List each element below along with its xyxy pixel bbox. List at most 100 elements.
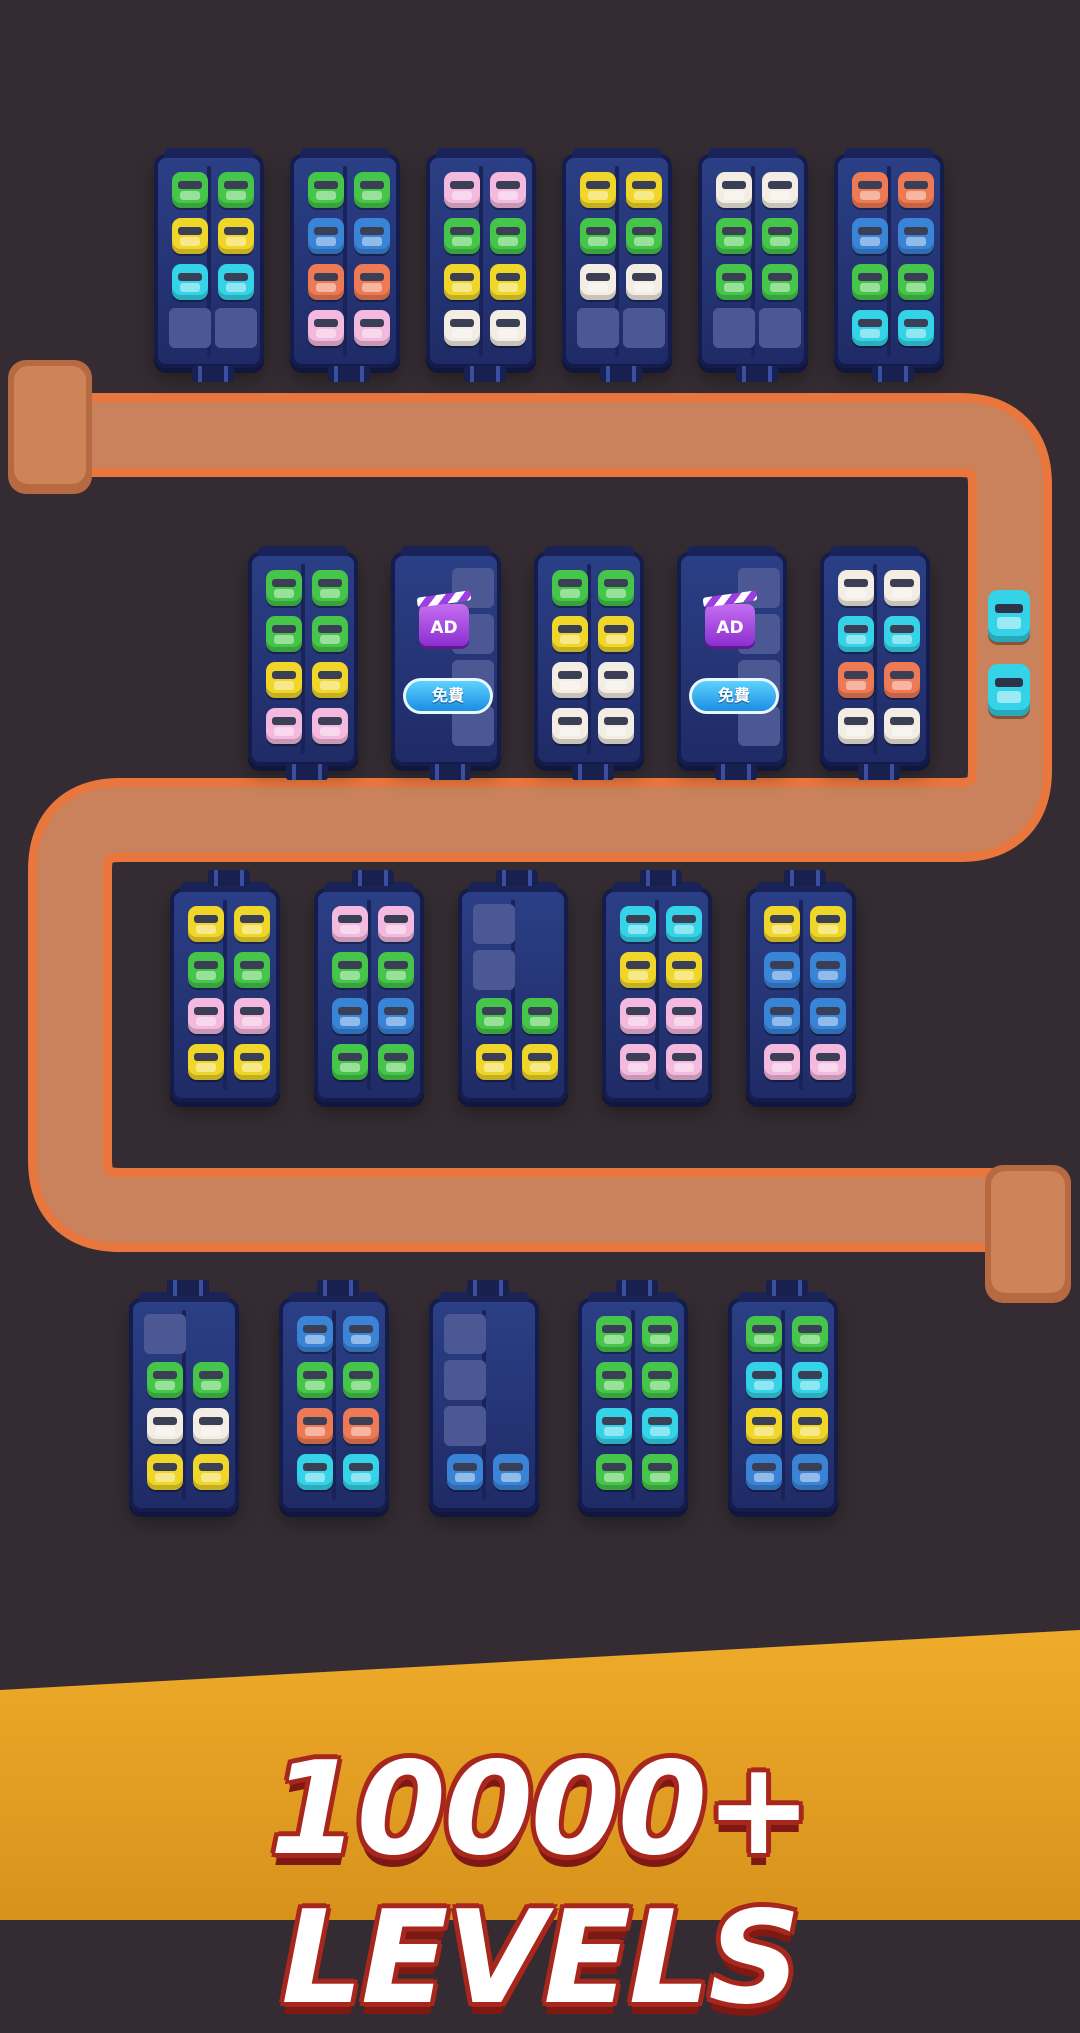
blue-car[interactable]: [297, 1316, 333, 1352]
blue-car[interactable]: [378, 998, 414, 1034]
yellow-car[interactable]: [234, 1044, 270, 1080]
green-car[interactable]: [312, 616, 348, 652]
white-car[interactable]: [552, 662, 588, 698]
parking-lot-r4-2[interactable]: [279, 1280, 389, 1512]
pink-car[interactable]: [266, 708, 302, 744]
salmon-car[interactable]: [343, 1408, 379, 1444]
pink-car[interactable]: [666, 998, 702, 1034]
green-car[interactable]: [147, 1362, 183, 1398]
yellow-car[interactable]: [810, 906, 846, 942]
green-car[interactable]: [642, 1362, 678, 1398]
salmon-car[interactable]: [898, 172, 934, 208]
green-car[interactable]: [343, 1362, 379, 1398]
yellow-car[interactable]: [172, 218, 208, 254]
green-car[interactable]: [188, 952, 224, 988]
yellow-car[interactable]: [476, 1044, 512, 1080]
pink-car[interactable]: [810, 1044, 846, 1080]
parking-lot-r4-5[interactable]: [728, 1280, 838, 1512]
cyan-car[interactable]: [838, 616, 874, 652]
parking-lot-r3-2[interactable]: [314, 870, 424, 1102]
white-car[interactable]: [716, 172, 752, 208]
green-car[interactable]: [490, 218, 526, 254]
pink-car[interactable]: [378, 906, 414, 942]
parking-lot-r2-3[interactable]: [534, 546, 644, 780]
pink-car[interactable]: [188, 998, 224, 1034]
yellow-car[interactable]: [522, 1044, 558, 1080]
green-car[interactable]: [598, 570, 634, 606]
pink-car[interactable]: [444, 172, 480, 208]
white-car[interactable]: [884, 708, 920, 744]
blue-car[interactable]: [308, 218, 344, 254]
yellow-car[interactable]: [666, 952, 702, 988]
blue-car[interactable]: [764, 952, 800, 988]
salmon-car[interactable]: [838, 662, 874, 698]
white-car[interactable]: [444, 310, 480, 346]
green-car[interactable]: [898, 264, 934, 300]
parking-lot-r1-2[interactable]: [290, 148, 400, 382]
pink-car[interactable]: [332, 906, 368, 942]
yellow-car[interactable]: [626, 172, 662, 208]
green-car[interactable]: [762, 218, 798, 254]
green-car[interactable]: [792, 1316, 828, 1352]
blue-car[interactable]: [447, 1454, 483, 1490]
yellow-car[interactable]: [312, 662, 348, 698]
parking-lot-r1-1[interactable]: [154, 148, 264, 382]
green-car[interactable]: [716, 264, 752, 300]
salmon-car[interactable]: [852, 172, 888, 208]
green-car[interactable]: [308, 172, 344, 208]
parking-lot-r2-1[interactable]: [248, 546, 358, 780]
free-unlock-button[interactable]: 免費: [689, 678, 779, 714]
waiting-car-1[interactable]: [988, 590, 1030, 642]
green-car[interactable]: [354, 172, 390, 208]
yellow-car[interactable]: [218, 218, 254, 254]
white-car[interactable]: [490, 310, 526, 346]
blue-car[interactable]: [810, 998, 846, 1034]
white-car[interactable]: [884, 570, 920, 606]
cyan-car[interactable]: [620, 906, 656, 942]
pink-car[interactable]: [308, 310, 344, 346]
parking-lot-r3-1[interactable]: [170, 870, 280, 1102]
waiting-car-2[interactable]: [988, 664, 1030, 716]
blue-car[interactable]: [764, 998, 800, 1034]
parking-lot-r3-5[interactable]: [746, 870, 856, 1102]
green-car[interactable]: [596, 1316, 632, 1352]
yellow-car[interactable]: [580, 172, 616, 208]
blue-car[interactable]: [493, 1454, 529, 1490]
parking-lot-r4-3[interactable]: [429, 1280, 539, 1512]
pink-car[interactable]: [490, 172, 526, 208]
pink-car[interactable]: [666, 1044, 702, 1080]
green-car[interactable]: [596, 1454, 632, 1490]
blue-car[interactable]: [354, 218, 390, 254]
salmon-car[interactable]: [308, 264, 344, 300]
pink-car[interactable]: [312, 708, 348, 744]
yellow-car[interactable]: [188, 906, 224, 942]
green-car[interactable]: [444, 218, 480, 254]
yellow-car[interactable]: [193, 1454, 229, 1490]
parking-lot-r1-5[interactable]: [698, 148, 808, 382]
pink-car[interactable]: [620, 1044, 656, 1080]
yellow-car[interactable]: [620, 952, 656, 988]
white-car[interactable]: [580, 264, 616, 300]
parking-lot-r2-5[interactable]: [820, 546, 930, 780]
white-car[interactable]: [598, 662, 634, 698]
green-car[interactable]: [552, 570, 588, 606]
cyan-car[interactable]: [852, 310, 888, 346]
pink-car[interactable]: [234, 998, 270, 1034]
blue-car[interactable]: [746, 1454, 782, 1490]
green-car[interactable]: [378, 952, 414, 988]
green-car[interactable]: [762, 264, 798, 300]
green-car[interactable]: [332, 952, 368, 988]
parking-lot-r1-6[interactable]: [834, 148, 944, 382]
yellow-car[interactable]: [552, 616, 588, 652]
blue-car[interactable]: [792, 1454, 828, 1490]
white-car[interactable]: [762, 172, 798, 208]
cyan-car[interactable]: [792, 1362, 828, 1398]
green-car[interactable]: [580, 218, 616, 254]
green-car[interactable]: [297, 1362, 333, 1398]
salmon-car[interactable]: [354, 264, 390, 300]
blue-car[interactable]: [852, 218, 888, 254]
white-car[interactable]: [838, 570, 874, 606]
yellow-car[interactable]: [266, 662, 302, 698]
yellow-car[interactable]: [792, 1408, 828, 1444]
